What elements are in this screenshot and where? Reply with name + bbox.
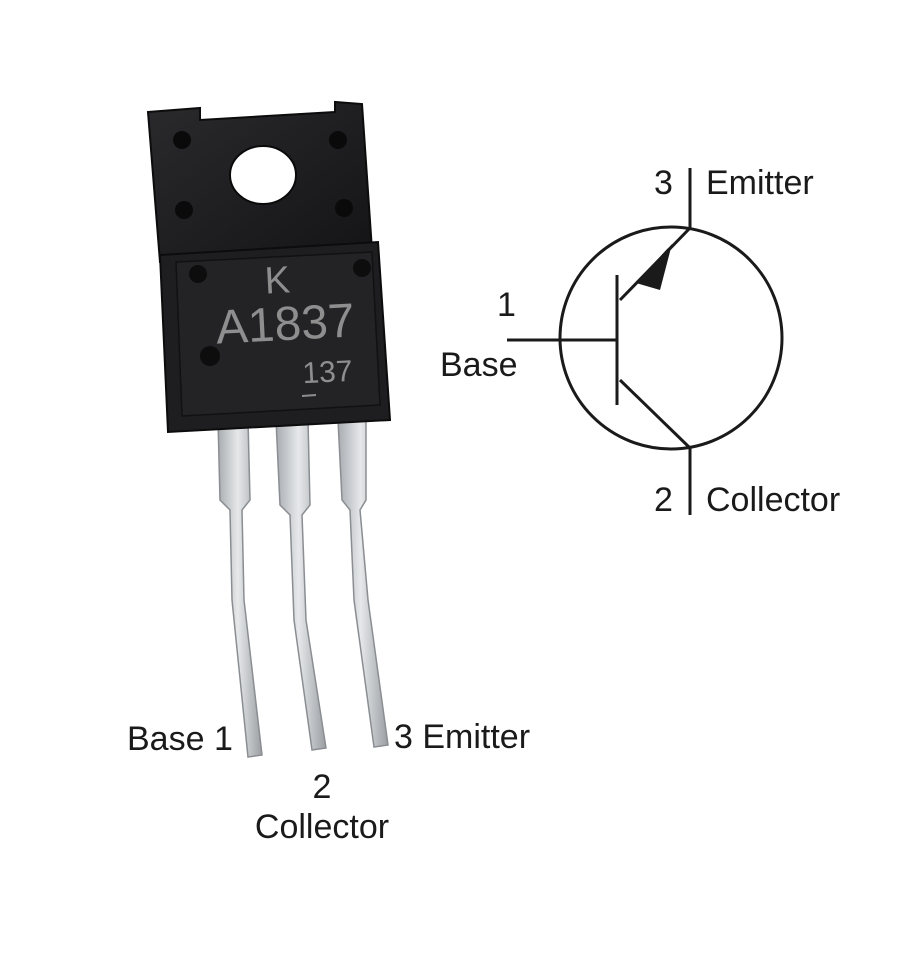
photo-collector-number: 2 <box>312 768 332 806</box>
package-body <box>158 240 392 434</box>
mounting-hole <box>229 145 297 205</box>
symbol-envelope-circle <box>558 225 784 451</box>
symbol-collector-number: 2 <box>654 481 673 519</box>
part-number: A1837 <box>214 294 355 354</box>
lead-base <box>217 419 263 758</box>
photo-collector-label: Collector <box>254 808 390 846</box>
symbol-base-label: Base <box>440 346 518 384</box>
collector-diagonal <box>618 378 692 450</box>
package-tab <box>146 100 374 264</box>
symbol-emitter-label: Emitter <box>706 164 814 202</box>
lead-emitter <box>337 419 389 748</box>
symbol-base-number: 1 <box>497 286 516 324</box>
symbol-emitter-number: 3 <box>654 164 673 202</box>
brand-mark: K <box>264 259 292 302</box>
lead-collector <box>275 419 327 751</box>
symbol-collector-label: Collector <box>706 481 841 519</box>
photo-emitter-label: 3 Emitter <box>394 718 531 756</box>
photo-base-label: Base 1 <box>127 720 233 758</box>
lot-code: 137 <box>302 355 354 391</box>
